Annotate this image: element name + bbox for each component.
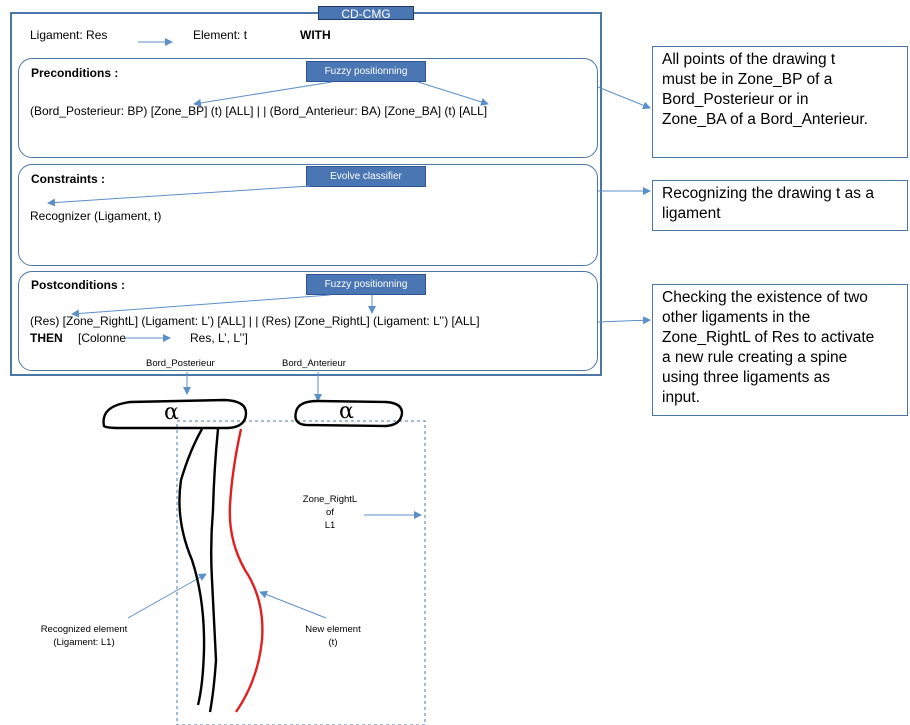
preconditions-expression: (Bord_Posterieur: BP) [Zone_BP] (t) [ALL… [30, 104, 488, 118]
constraints-box [18, 164, 598, 266]
note-post-line: Checking the existence of two [662, 289, 868, 306]
recognized-element-label: Recognized element (Ligament: L1) [24, 623, 144, 649]
preconditions-label: Preconditions : [31, 66, 119, 80]
rule-title: CD-CMG [318, 6, 414, 21]
constraints-label: Constraints : [31, 172, 106, 186]
note-pre-line: Bord_Posterieur or in [662, 91, 809, 108]
preconditions-box [18, 58, 598, 158]
constraints-tag: Evolve classifier [306, 166, 426, 187]
new-element-stroke [228, 428, 264, 713]
note-con-line: Recognizing the drawing t as a [662, 185, 874, 202]
then-target: [Colonne [78, 331, 127, 345]
note-post-line: other ligaments in the [662, 309, 811, 326]
post-tag-arrow-left [71, 294, 331, 318]
header-element: Element: t [193, 28, 248, 42]
pre-tag-arrow-left [193, 81, 333, 107]
note-postconditions: Checking the existence of two other liga… [652, 284, 908, 416]
pre-tag-arrow-right [417, 81, 489, 106]
post-note-arrow [597, 316, 651, 325]
note-pre-line: Zone_BA of a Bord_Anterieur. [662, 111, 868, 128]
con-tag-arrow [47, 185, 311, 207]
note-post-line: using three ligaments as [662, 369, 831, 386]
bord-posterieur-shape [102, 398, 248, 430]
note-post-line: input. [662, 389, 700, 406]
header-ligament: Ligament: Res [30, 28, 108, 42]
new-element-arrow [259, 590, 327, 619]
note-post-line: Zone_RightL of Res to activate [662, 329, 875, 346]
note-con-line: ligament [662, 205, 721, 222]
rule-frame [10, 12, 602, 376]
then-result: Res, L’, L’’] [190, 331, 248, 345]
bord-anterieur-shape [294, 399, 404, 428]
alpha-posterieur: α [164, 400, 179, 425]
new-element-line: New element [305, 624, 361, 635]
postconditions-expression: (Res) [Zone_RightL] (Ligament: L’) [ALL]… [30, 314, 480, 328]
zone-label-line: L1 [324, 520, 336, 531]
alpha-anterieur: α [339, 399, 354, 424]
postconditions-tag: Fuzzy positionning [306, 274, 426, 295]
zone-rightl-label: Zone_RightL of L1 [298, 493, 362, 532]
note-pre-line: All points of the drawing t [662, 51, 836, 68]
note-post-line: a new rule creating a spine [662, 349, 848, 366]
zone-label-line: of [326, 507, 334, 518]
recognized-line: Recognized element [40, 624, 128, 635]
new-element-line: (t) [328, 637, 338, 648]
preconditions-tag: Fuzzy positionning [306, 61, 426, 82]
note-constraints: Recognizing the drawing t as a ligament [652, 180, 908, 231]
note-preconditions: All points of the drawing t must be in Z… [652, 46, 908, 158]
then-keyword: THEN [30, 331, 63, 345]
bord-anterieur-label: Bord_Anterieur [282, 358, 346, 369]
pre-note-arrow [597, 86, 651, 110]
note-pre-line: must be in Zone_BP of a [662, 71, 833, 88]
new-element-label: New element (t) [288, 623, 378, 649]
recognized-line: (Ligament: L1) [53, 637, 115, 648]
header-with: WITH [300, 28, 331, 42]
postconditions-box [18, 271, 598, 371]
recognized-ligament-stroke-2 [208, 428, 220, 713]
zone-label-line: Zone_RightL [302, 494, 358, 505]
bord-posterieur-label: Bord_Posterieur [146, 358, 215, 369]
postconditions-label: Postconditions : [31, 278, 125, 292]
constraints-expression: Recognizer (Ligament, t) [30, 209, 162, 223]
recognized-ligament-stroke [178, 428, 206, 706]
recognized-arrow [127, 573, 207, 619]
